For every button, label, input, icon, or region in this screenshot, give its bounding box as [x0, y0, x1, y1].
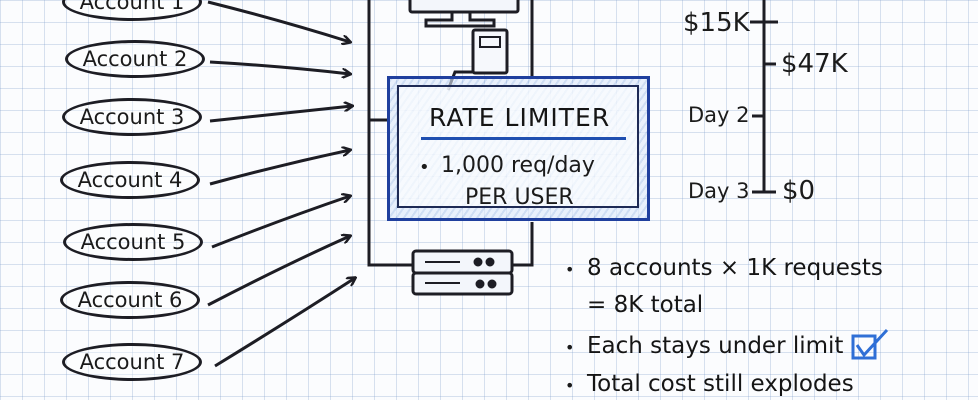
account-5-node: Account 5	[63, 223, 203, 261]
arrow-account-2	[209, 60, 350, 74]
checkbox-icon	[851, 328, 889, 360]
account-1-label: Account 1	[79, 0, 185, 14]
rate-rule-line-2: PER USER	[465, 185, 574, 210]
account-1-node: Account 1	[62, 0, 202, 21]
amount-mid: $47K	[781, 49, 848, 79]
account-6-label: Account 6	[77, 288, 183, 312]
note-bullet-3: •	[565, 376, 575, 395]
server-icon	[411, 249, 514, 296]
rate-rule-line-1: 1,000 req/day	[441, 153, 595, 178]
arrow-account-5	[211, 196, 350, 249]
arrow-account-1	[207, 0, 350, 42]
account-3-node: Account 3	[62, 98, 202, 136]
system-right-rail-lower	[512, 222, 534, 267]
account-6-node: Account 6	[60, 281, 200, 319]
account-7-node: Account 7	[62, 343, 202, 381]
note-bullet-2: •	[565, 338, 575, 357]
note-cost-explodes: Total cost still explodes	[587, 371, 854, 397]
amount-end: $0	[782, 176, 816, 206]
rate-limiter-box: RATE LIMITER • 1,000 req/day PER USER	[387, 76, 650, 221]
account-4-node: Account 4	[60, 161, 200, 199]
note-under-limit: Each stays under limit	[587, 333, 844, 359]
amount-top: $15K	[683, 8, 750, 38]
account-4-label: Account 4	[77, 168, 183, 192]
day-2-label: Day 2	[688, 103, 750, 127]
note-bullet-1: •	[565, 260, 575, 279]
monitor-icon	[408, 0, 520, 28]
rate-limiter-title: RATE LIMITER	[429, 103, 611, 132]
day-3-label: Day 3	[688, 179, 750, 203]
account-7-label: Account 7	[79, 350, 185, 374]
device-icon	[471, 28, 509, 75]
arrow-account-3	[209, 106, 352, 123]
rule-bullet: •	[419, 157, 430, 178]
arrow-account-6	[207, 236, 350, 307]
arrow-account-4	[209, 150, 350, 186]
note-total: = 8K total	[587, 292, 704, 318]
rate-limiter-panel: RATE LIMITER • 1,000 req/day PER USER	[397, 85, 639, 210]
note-accounts-requests: 8 accounts × 1K requests	[587, 255, 883, 281]
account-2-label: Account 2	[82, 47, 188, 71]
system-left-rail	[367, 0, 413, 267]
account-3-label: Account 3	[79, 105, 185, 129]
account-5-label: Account 5	[80, 230, 186, 254]
arrow-account-7	[214, 278, 355, 368]
account-2-node: Account 2	[65, 40, 205, 78]
title-underline	[421, 137, 626, 140]
